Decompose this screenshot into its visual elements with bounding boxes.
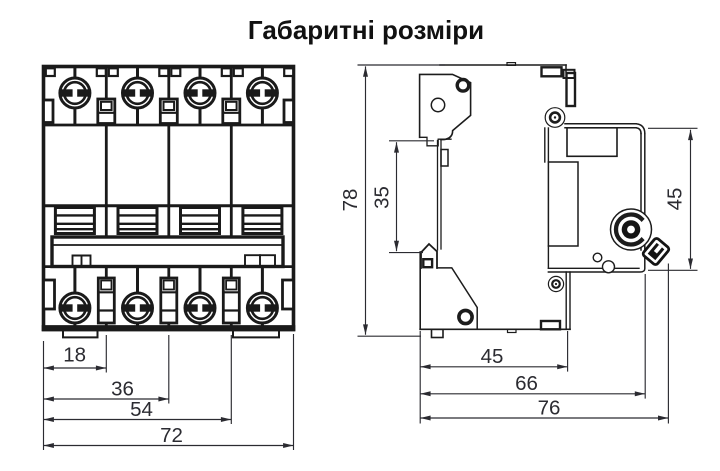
handle-tie-bar — [50, 235, 285, 269]
screw-terminal — [245, 266, 279, 330]
dim-label-35: 35 — [371, 186, 394, 209]
top-clamps — [42, 97, 295, 125]
dimension-45-bottom: 45 — [420, 345, 568, 370]
screw-terminal — [245, 66, 279, 126]
screw-terminal — [121, 66, 154, 126]
bottom-terminal — [539, 271, 571, 331]
dim-label-72: 72 — [160, 424, 183, 447]
bottom-foot — [430, 328, 444, 339]
screw-terminal — [58, 266, 92, 330]
channel-latch — [440, 148, 449, 167]
dimension-78: 78 — [339, 64, 445, 337]
dim-label-18: 18 — [63, 343, 86, 366]
toggle-handles — [53, 206, 284, 235]
rivet-ring-bottom-left — [457, 308, 474, 326]
dim-label-76: 76 — [538, 396, 561, 419]
front-view-drawing — [41, 64, 296, 339]
dim-label-45-bottom: 45 — [481, 345, 504, 368]
dimension-54: 54 — [43, 398, 232, 422]
page-title: Габаритні розміри — [247, 15, 485, 45]
dimension-45-right: 45 — [648, 127, 698, 271]
rail-channel — [436, 138, 449, 251]
toggle-arc — [613, 212, 645, 247]
din-rail-panel — [418, 73, 472, 147]
dim-label-36: 36 — [111, 378, 134, 401]
screw-terminals-top — [58, 66, 279, 126]
base-bar — [41, 325, 296, 339]
screw-terminal — [183, 66, 217, 126]
dimension-76: 76 — [420, 396, 669, 421]
dim-label-66: 66 — [515, 372, 538, 395]
side-view-drawing — [418, 61, 671, 339]
screw-terminal — [58, 66, 92, 126]
top-terminal — [540, 66, 646, 158]
dimension-66: 66 — [420, 372, 646, 397]
bottom-clamps — [42, 276, 295, 325]
dim-label-78: 78 — [339, 189, 362, 212]
dimension-72: 72 — [43, 424, 294, 448]
side-dimensions: 78 35 45 45 — [339, 64, 698, 424]
screw-terminal — [183, 266, 217, 330]
mounting-hole-filled — [455, 77, 471, 93]
case-face — [544, 127, 579, 269]
dimension-18: 18 — [43, 343, 107, 371]
dim-label-45-right: 45 — [664, 188, 687, 211]
dimension-35: 35 — [371, 140, 434, 254]
dimension-36: 36 — [43, 378, 169, 402]
din-clip — [419, 242, 438, 331]
front-dimensions: 18 36 54 72 — [42, 334, 295, 450]
mounting-hole — [430, 97, 446, 113]
top-notches — [44, 67, 295, 78]
toggle-mechanism — [609, 208, 671, 266]
toggle-lever — [641, 237, 671, 266]
dim-label-54: 54 — [130, 398, 153, 421]
